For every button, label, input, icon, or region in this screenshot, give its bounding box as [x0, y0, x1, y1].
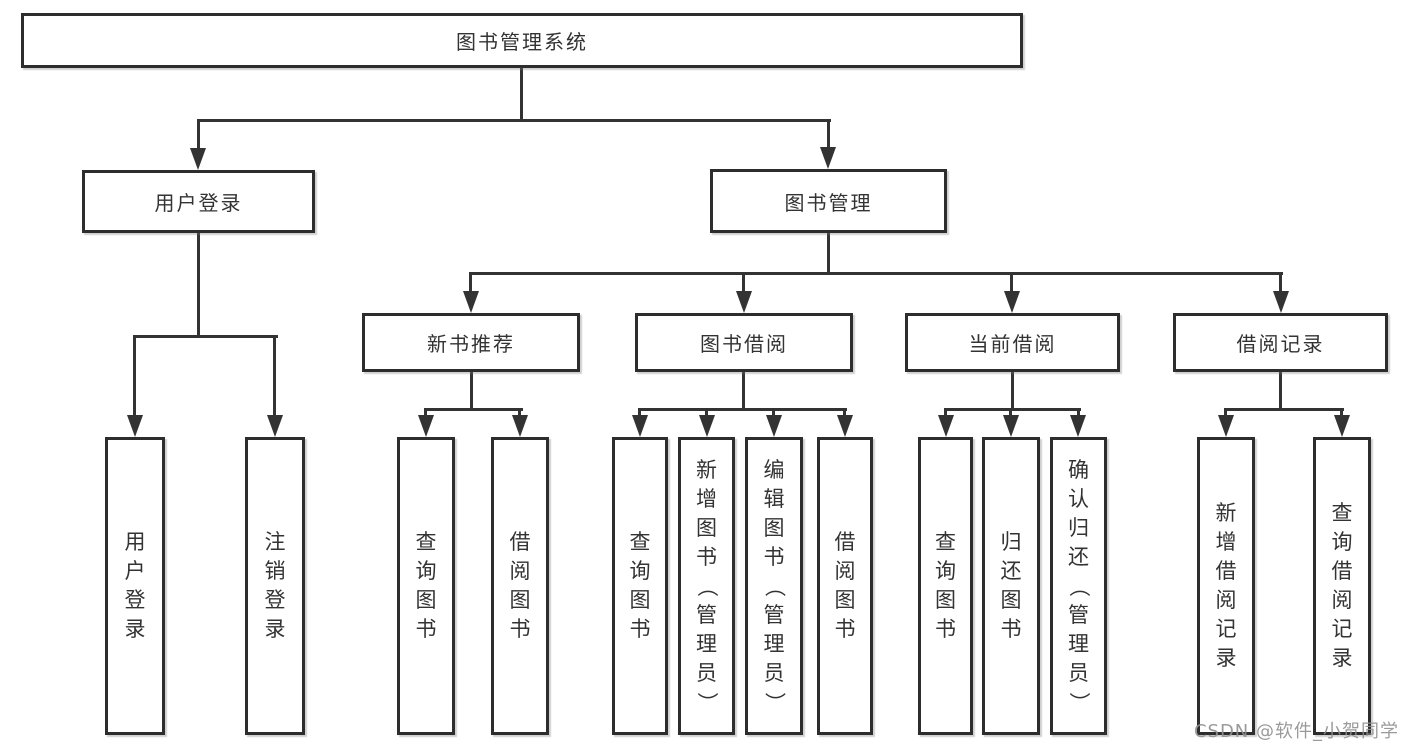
arrowhead-down [938, 415, 954, 437]
edge-line [424, 408, 427, 417]
edge-line [133, 335, 278, 338]
edge-line [1224, 408, 1227, 417]
node-borrowing-records: 借阅记录 [1173, 313, 1388, 372]
arrowhead-down [1070, 415, 1086, 437]
arrowhead-down [267, 415, 283, 437]
arrowhead-down [632, 415, 648, 437]
arrowhead-down [1004, 291, 1020, 313]
leaf-add-borrow-record: 新增借阅记录 [1197, 437, 1255, 735]
edge-line [638, 408, 641, 417]
arrowhead-down [1334, 415, 1350, 437]
edge-line [705, 408, 708, 417]
node-book-borrowing: 图书借阅 [635, 313, 853, 372]
arrowhead-down [418, 415, 434, 437]
leaf-query-books-recommend: 查询图书 [397, 437, 455, 735]
edge-line [944, 408, 947, 417]
edge-line [197, 119, 200, 150]
arrowhead-down [736, 291, 752, 313]
node-book-management: 图书管理 [710, 169, 947, 233]
edge-line [742, 272, 745, 293]
arrowhead-down [127, 415, 143, 437]
edge-line [469, 272, 472, 293]
leaf-borrow-books-borrowing: 借阅图书 [817, 437, 873, 735]
edge-line [425, 408, 523, 411]
edge-line [638, 408, 847, 411]
edge-line [1077, 408, 1080, 417]
edge-line [1279, 272, 1282, 293]
edge-line [470, 272, 1283, 275]
edge-line [944, 408, 1081, 411]
arrowhead-down [512, 415, 528, 437]
node-user-login: 用户登录 [82, 170, 315, 233]
edge-line [518, 408, 521, 417]
arrowhead-down [1273, 291, 1289, 313]
arrowhead-down [699, 415, 715, 437]
edge-line [133, 335, 136, 417]
leaf-query-books-current: 查询图书 [918, 437, 973, 735]
leaf-query-borrow-record: 查询借阅记录 [1313, 437, 1371, 735]
edge-line [470, 372, 473, 411]
arrowhead-down [190, 148, 206, 170]
edge-line [1009, 408, 1012, 417]
edge-line [827, 119, 830, 149]
edge-line [520, 68, 523, 121]
leaf-query-books-borrowing: 查询图书 [612, 437, 668, 735]
arrowhead-down [463, 291, 479, 313]
edge-line [1010, 272, 1013, 293]
edge-line [1011, 372, 1014, 411]
leaf-logout: 注销登录 [245, 437, 305, 735]
leaf-return-book: 归还图书 [982, 437, 1040, 735]
arrowhead-down [820, 147, 836, 169]
edge-line [197, 233, 200, 338]
arrowhead-down [766, 415, 782, 437]
csdn-watermark: CSDN @软件_小贺同学 [1193, 721, 1399, 742]
edge-line [1340, 408, 1343, 417]
edge-line [772, 408, 775, 417]
arrowhead-down [1003, 415, 1019, 437]
node-new-book-recommendation: 新书推荐 [362, 313, 580, 372]
edge-line [273, 335, 276, 417]
edge-line [1279, 372, 1282, 411]
edge-line [742, 372, 745, 411]
leaf-edit-book-admin: 编辑图书（管理员） [745, 437, 803, 735]
leaf-borrow-books-recommend: 借阅图书 [491, 437, 549, 735]
edge-line [827, 233, 830, 275]
leaf-confirm-return-admin: 确认归还（管理员） [1050, 437, 1107, 735]
edge-line [1224, 408, 1344, 411]
edge-line [197, 119, 831, 122]
arrowhead-down [1218, 415, 1234, 437]
arrowhead-down [837, 415, 853, 437]
edge-line [843, 408, 846, 417]
node-current-borrowing: 当前借阅 [905, 313, 1120, 372]
node-root-library-management-system: 图书管理系统 [21, 13, 1023, 68]
leaf-add-book-admin: 新增图书（管理员） [678, 437, 735, 735]
leaf-user-login: 用户登录 [105, 437, 165, 735]
